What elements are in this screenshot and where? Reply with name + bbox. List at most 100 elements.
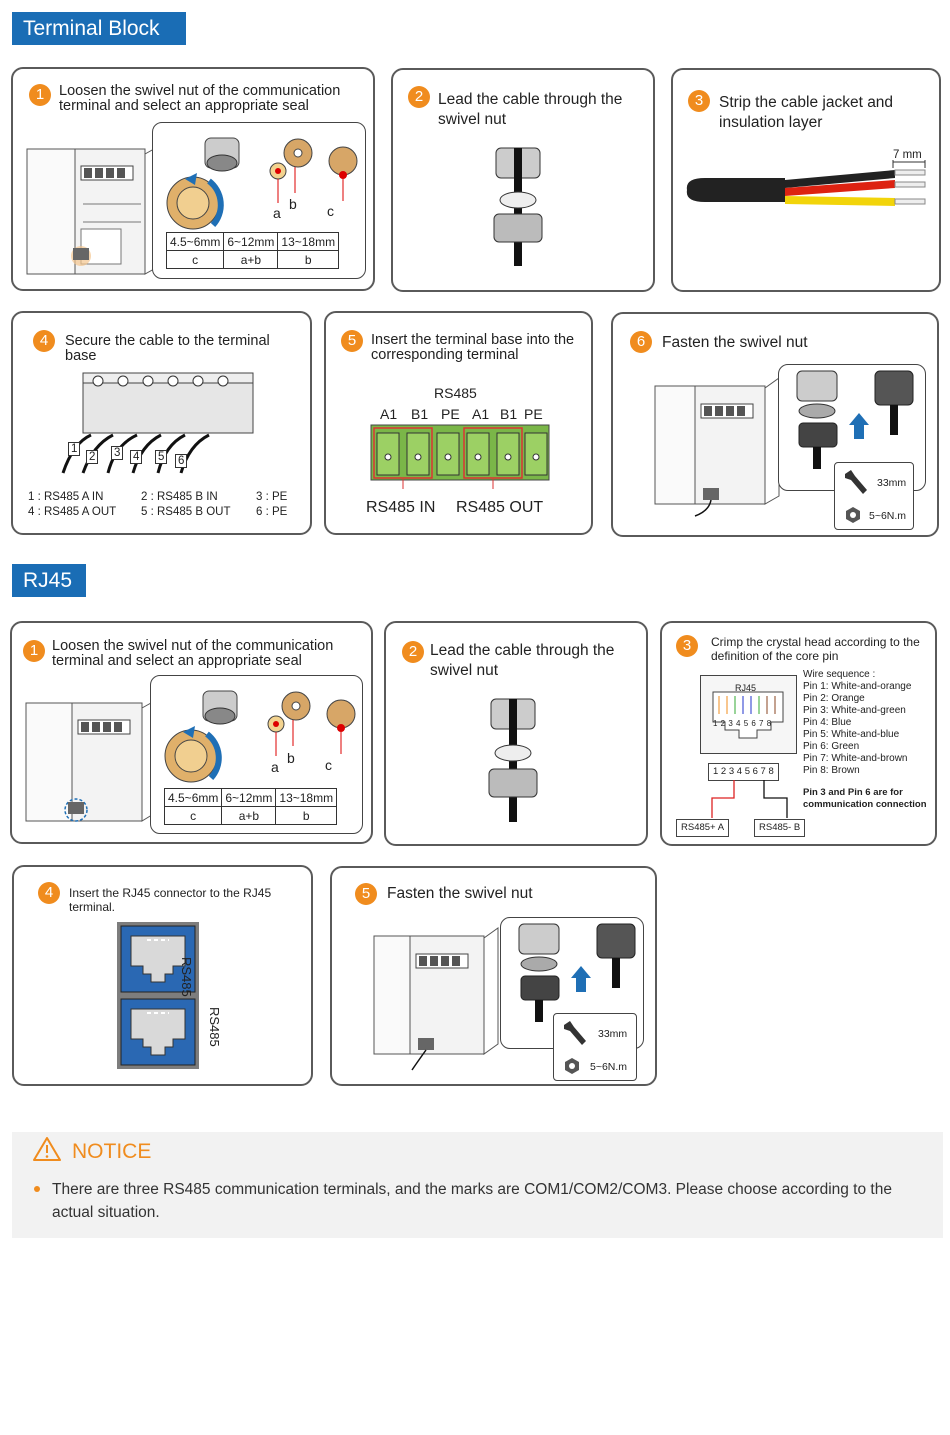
step-instruction: Strip the cable jacket and insulation la… xyxy=(719,94,894,131)
swivel-nut-parts xyxy=(166,137,358,230)
seal-label-a: a xyxy=(271,759,279,775)
wrench-icon xyxy=(564,1021,586,1045)
wire-sequence-item: Pin 5: White-and-blue xyxy=(803,729,900,740)
tb-step1-card: 1 Loosen the swivel nut of the communica… xyxy=(11,67,375,291)
step-number: 4 xyxy=(33,330,55,352)
pin-label: PE xyxy=(441,406,460,422)
notice-text: There are three RS485 communication term… xyxy=(52,1181,892,1221)
tb-step3-card: 3 Strip the cable jacket and insulation … xyxy=(671,68,941,292)
cable-through-nut-illustration xyxy=(493,147,543,266)
wrench-size-label: 33mm xyxy=(877,477,907,489)
seal-table-header: 6~12mm xyxy=(223,232,279,251)
nut-icon xyxy=(846,507,860,523)
step-number: 1 xyxy=(23,640,45,662)
rj45-jack-outline xyxy=(712,691,784,739)
rj45-port-label: RS485 xyxy=(207,1007,222,1047)
pin-tag: 6 xyxy=(175,454,188,468)
step-number: 2 xyxy=(408,86,430,108)
rj45-port-stack xyxy=(117,922,199,1069)
pin-legend-item: 1 : RS485 A IN xyxy=(28,491,104,503)
pin-tag: 1 xyxy=(68,442,81,456)
seal-table-header: 13~18mm xyxy=(277,232,340,251)
step-instruction: Lead the cable through the swivel nut xyxy=(438,91,623,128)
torque-spec-box: 33mm 5~6N.m xyxy=(834,462,914,530)
inverter-illustration xyxy=(25,697,161,822)
bullet-icon xyxy=(34,1186,40,1192)
seal-label-b: b xyxy=(287,750,295,766)
pin-legend-item: 6 : PE xyxy=(256,506,288,518)
step-instruction: Secure the cable to the terminal base xyxy=(65,333,270,364)
seal-table-cell: a+b xyxy=(221,806,277,825)
seal-table-header: 4.5~6mm xyxy=(165,232,225,251)
nut-icon xyxy=(565,1058,579,1074)
rj45-jack-label: RJ45 xyxy=(735,683,757,693)
inverter-illustration xyxy=(373,927,499,1071)
seal-table-cell: b xyxy=(275,806,338,825)
step-instruction: Fasten the swivel nut xyxy=(387,885,533,902)
step-instruction: Fasten the swivel nut xyxy=(662,334,808,351)
wire-sequence-item: Pin 6: Green xyxy=(803,741,860,752)
pin-label: PE xyxy=(524,406,543,422)
rs485-b-label: RS485- B xyxy=(754,819,806,837)
rs485-terminal-block xyxy=(370,424,550,489)
step-instruction: Insert the RJ45 connector to the RJ45 te… xyxy=(69,886,272,914)
pin-tag: 5 xyxy=(155,450,168,464)
step-number: 1 xyxy=(29,84,51,106)
step-number: 4 xyxy=(38,882,60,904)
pin-legend-item: 2 : RS485 B IN xyxy=(141,491,218,503)
stripped-cable-illustration xyxy=(686,160,926,206)
pin-legend-item: 5 : RS485 B OUT xyxy=(141,506,231,518)
rj45-port xyxy=(120,925,196,993)
notice-title: NOTICE xyxy=(72,1140,152,1163)
seal-label-b: b xyxy=(289,196,297,212)
warning-icon xyxy=(33,1137,61,1161)
wire-sequence-item: Pin 8: Brown xyxy=(803,765,860,776)
inverter-illustration xyxy=(654,377,780,517)
torque-label: 5~6N.m xyxy=(869,510,907,522)
inverter-illustration xyxy=(26,143,164,275)
step-instruction: Loosen the swivel nut of the communicati… xyxy=(52,638,334,669)
seal-label-a: a xyxy=(273,205,281,221)
section-header-terminal-block: Terminal Block xyxy=(12,12,186,45)
pin-label: B1 xyxy=(500,406,518,422)
wire-sequence-item: Pin 3: White-and-green xyxy=(803,705,906,716)
pin-tag: 2 xyxy=(86,450,99,464)
seal-table-header: 13~18mm xyxy=(275,788,338,807)
pin-tag: 3 xyxy=(111,446,124,460)
step-number: 5 xyxy=(355,883,377,905)
seal-table-cell: a+b xyxy=(223,250,279,269)
wire-sequence-item: Pin 4: Blue xyxy=(803,717,852,728)
seal-table-header: 4.5~6mm xyxy=(163,788,223,807)
step-instruction: Loosen the swivel nut of the communicati… xyxy=(59,83,341,114)
rs485-in-label: RS485 IN xyxy=(366,499,436,516)
step-number: 6 xyxy=(630,331,652,353)
seal-label-c: c xyxy=(327,203,334,219)
terminal-base-illustration xyxy=(61,372,254,474)
rj45-jack-diagram: RJ45 1 2 3 4 5 6 7 8 xyxy=(700,675,797,754)
nut-assembly-illustration xyxy=(518,923,636,1022)
rs485-out-label: RS485 OUT xyxy=(456,499,544,516)
tb-step6-card: 6 Fasten the swivel nut 33mm 5~6N.m xyxy=(611,312,939,537)
strip-length-label: 7 mm xyxy=(893,149,922,161)
terminal-title: RS485 xyxy=(434,385,477,401)
nut-assembly-illustration xyxy=(796,370,914,469)
step-instruction: Insert the terminal base into the corres… xyxy=(371,332,575,363)
seal-table-cell: c xyxy=(163,806,223,825)
step-instruction: Lead the cable through the swivel nut xyxy=(430,642,615,679)
tb-step4-card: 4 Secure the cable to the terminal base … xyxy=(11,311,312,535)
step-number: 2 xyxy=(402,641,424,663)
rj45-port xyxy=(120,998,196,1066)
swivel-nut-parts xyxy=(164,690,356,783)
torque-spec-box: 33mm 5~6N.m xyxy=(553,1013,637,1081)
wire-sequence-item: Pin 7: White-and-brown xyxy=(803,753,908,764)
wrench-icon xyxy=(845,470,867,494)
seal-table-cell: b xyxy=(277,250,340,269)
pin-legend-item: 3 : PE xyxy=(256,491,288,503)
pin-tag: 4 xyxy=(130,450,143,464)
pin-wiring-lines xyxy=(711,780,788,818)
step-number: 3 xyxy=(688,90,710,112)
